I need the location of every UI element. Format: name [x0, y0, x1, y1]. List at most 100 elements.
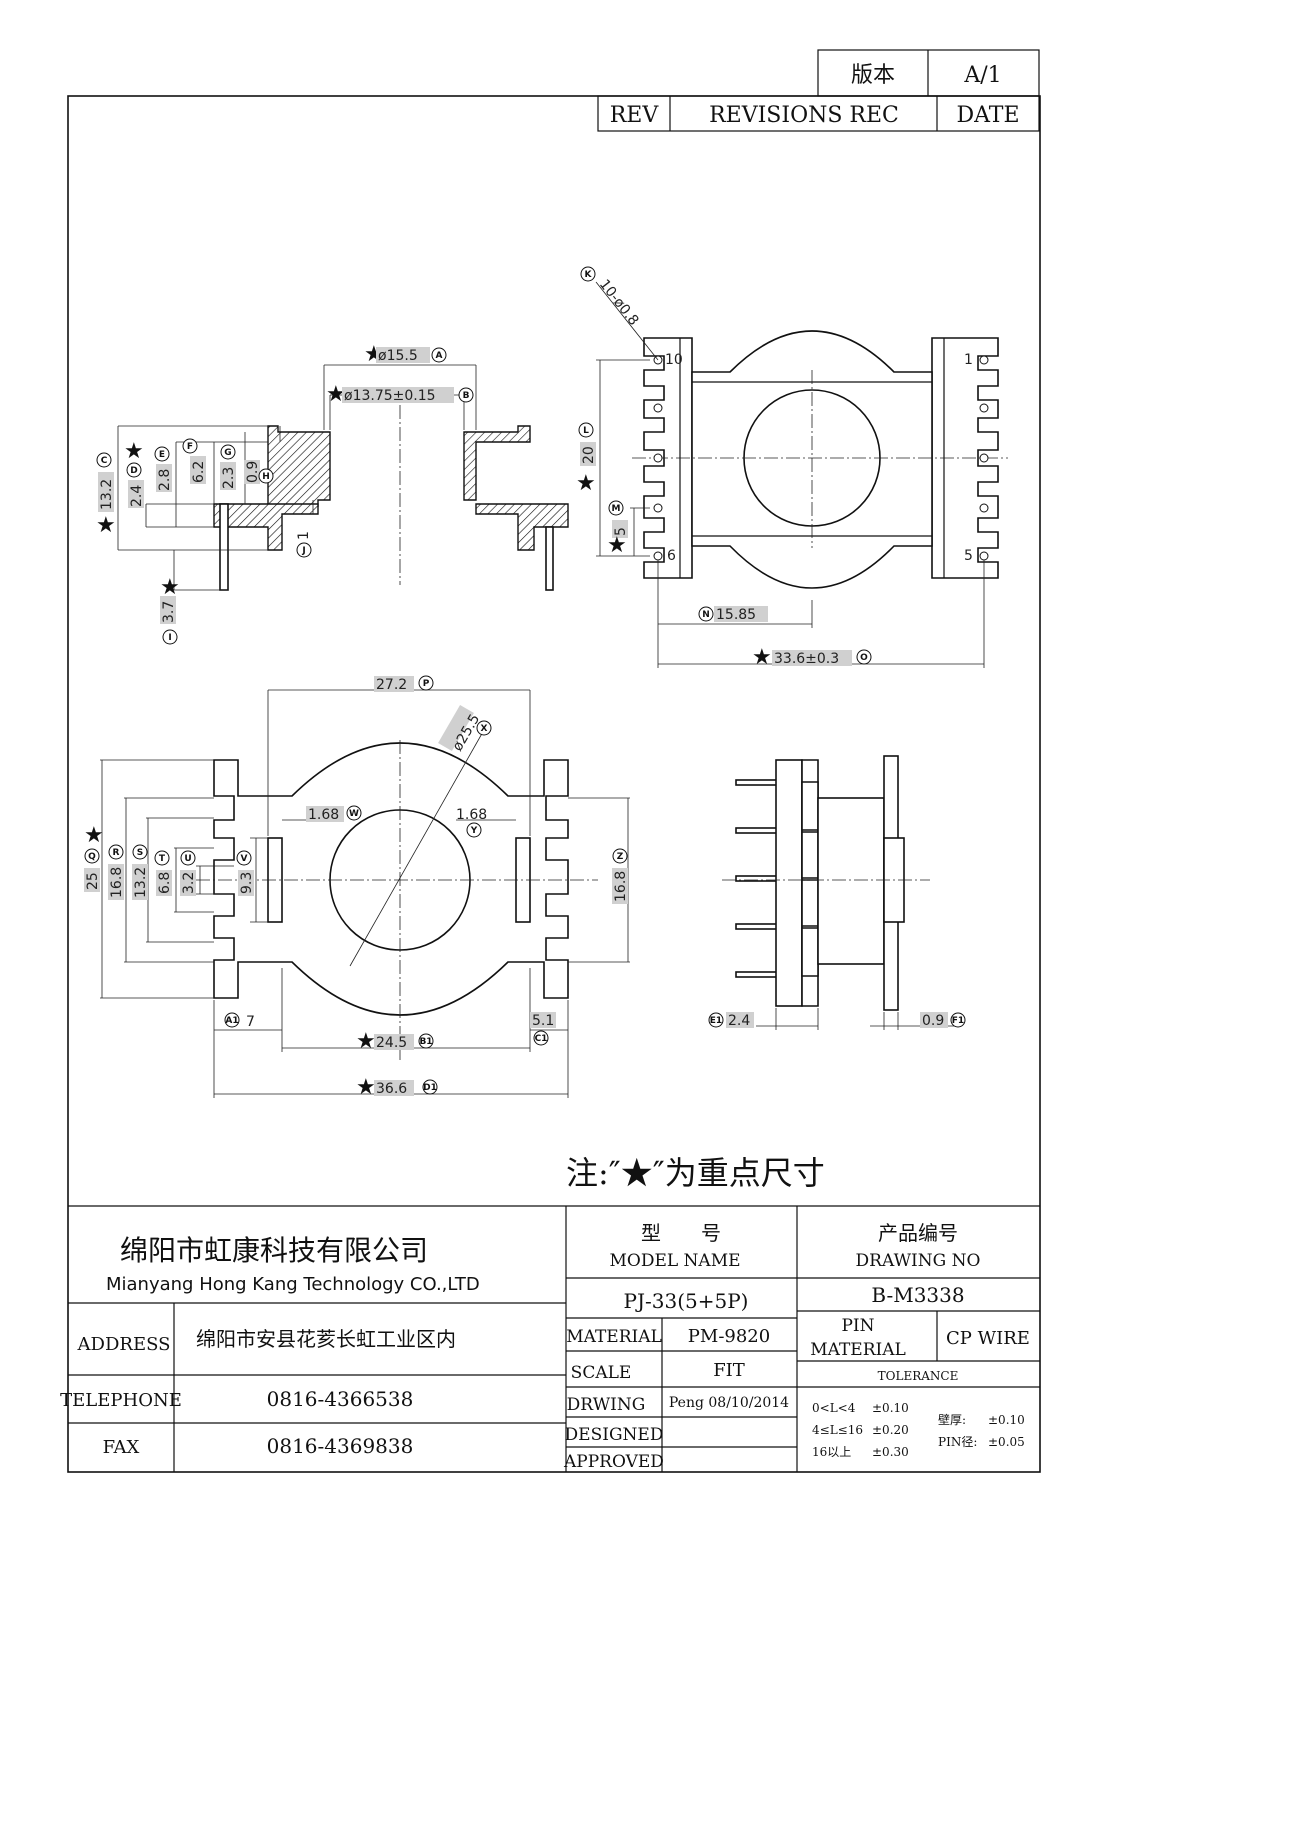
fax-label: FAX — [103, 1437, 140, 1458]
svg-text:H: H — [262, 472, 270, 482]
svg-text:S: S — [137, 848, 143, 858]
svg-text:Q: Q — [88, 852, 96, 862]
drawing-no-label-en: DRAWING NO — [856, 1251, 981, 1271]
dim-M: 5 — [613, 527, 629, 536]
svg-text:E1: E1 — [710, 1016, 722, 1026]
dim-U: 3.2 — [181, 872, 197, 894]
svg-text:M: M — [612, 504, 621, 514]
svg-text:K: K — [585, 270, 593, 280]
svg-text:★: ★ — [84, 823, 104, 848]
svg-text:U: U — [184, 854, 191, 864]
tolerance-label: TOLERANCE — [878, 1369, 959, 1383]
drwing-label: DRWING — [567, 1395, 646, 1415]
dim-E: 2.8 — [157, 469, 173, 491]
svg-text:B: B — [463, 391, 470, 401]
material-label: MATERIAL — [566, 1327, 662, 1347]
wall-label: 壁厚: — [938, 1412, 966, 1427]
dim-P: 27.2 — [376, 677, 407, 693]
tol-range-1: 4≤L≤16 — [812, 1423, 863, 1437]
pin-left — [219, 503, 229, 591]
svg-text:X: X — [481, 724, 488, 734]
svg-text:★: ★ — [576, 471, 596, 496]
svg-text:J: J — [301, 546, 305, 556]
dim-W: 1.68 — [308, 807, 339, 823]
dim-Y: 1.68 — [456, 807, 487, 823]
pin-dia-value: ±0.05 — [988, 1435, 1025, 1449]
svg-text:R: R — [113, 848, 120, 858]
dim-S: 13.2 — [133, 867, 149, 898]
dim-L: 20 — [581, 446, 597, 464]
svg-text:G: G — [224, 448, 231, 458]
svg-text:★: ★ — [607, 533, 627, 558]
telephone-value: 0816-4366538 — [267, 1387, 414, 1411]
svg-text:O: O — [860, 653, 868, 663]
svg-text:★: ★ — [356, 1029, 376, 1054]
svg-text:★: ★ — [356, 1075, 376, 1100]
svg-text:Y: Y — [470, 826, 478, 836]
svg-text:V: V — [241, 854, 248, 864]
dim-J: 1 — [296, 531, 312, 540]
svg-text:Z: Z — [617, 852, 624, 862]
pin-material-label-1: PIN — [841, 1316, 874, 1336]
side-section-view: ★ ø15.5 A ★ ø13.75±0.15 B C 13.2 ★ ★ D 2… — [96, 342, 569, 645]
svg-text:F: F — [187, 442, 193, 452]
svg-text:D1: D1 — [423, 1083, 437, 1093]
model-value: PJ-33(5+5P) — [624, 1289, 749, 1313]
dim-Z: 16.8 — [613, 871, 629, 902]
dim-V: 9.3 — [239, 872, 255, 894]
svg-text:★: ★ — [160, 575, 180, 600]
dim-D: 2.4 — [129, 485, 145, 507]
wall-value: ±0.10 — [988, 1413, 1025, 1427]
tol-range-2: 16以上 — [812, 1445, 851, 1459]
date-label: DATE — [956, 103, 1019, 128]
key-dimension-note: 注:″★″为重点尺寸 — [566, 1154, 825, 1192]
approved-label: APPROVED — [563, 1452, 664, 1472]
svg-text:L: L — [583, 426, 589, 436]
svg-text:★: ★ — [96, 513, 116, 538]
top-view: 10 6 1 5 K 10-ø0.8 L 20 ★ M 5 ★ N 15.85 … — [576, 266, 1008, 670]
tol-value-1: ±0.20 — [872, 1423, 909, 1437]
pin-label-6: 6 — [667, 548, 676, 564]
address-value: 绵阳市安县花荄长虹工业区内 — [196, 1327, 456, 1351]
dim-H: 0.9 — [245, 461, 261, 483]
svg-text:I: I — [168, 633, 171, 643]
address-label: ADDRESS — [77, 1334, 171, 1355]
section-right-half — [463, 425, 531, 501]
svg-text:C1: C1 — [535, 1034, 548, 1044]
telephone-label: TELEPHONE — [60, 1390, 182, 1411]
revision-block: 版本 A/1 REV REVISIONS REC DATE — [597, 49, 1040, 132]
dim-O: 33.6±0.3 — [774, 651, 839, 667]
dim-C1: 5.1 — [532, 1013, 554, 1029]
drawing-no-label-cn: 产品编号 — [878, 1221, 958, 1245]
bottom-view: X ø25.5 27.2 P 1.68 W 1.68 Y — [84, 675, 630, 1100]
material-value: PM-9820 — [688, 1326, 770, 1347]
right-side-view: E1 2.4 0.9 F1 — [708, 755, 966, 1030]
designed-label: DESIGNED — [565, 1425, 664, 1445]
dim-I: 3.7 — [161, 601, 177, 623]
company-name-cn: 绵阳市虹康科技有限公司 — [120, 1234, 428, 1267]
svg-text:★: ★ — [124, 439, 144, 464]
pin-label-10: 10 — [665, 352, 683, 368]
section-left-half — [267, 425, 331, 511]
rev-label: REV — [610, 103, 660, 128]
svg-text:A: A — [436, 351, 443, 361]
version-label: 版本 — [851, 63, 895, 88]
svg-text:F1: F1 — [952, 1016, 964, 1026]
svg-text:W: W — [349, 809, 359, 819]
svg-text:★: ★ — [752, 645, 772, 670]
dim-B: ø13.75±0.15 — [344, 388, 436, 404]
dim-D1: 36.6 — [376, 1081, 407, 1097]
pin-material-value: CP WIRE — [946, 1328, 1030, 1349]
dim-C: 13.2 — [99, 479, 115, 510]
version-value: A/1 — [963, 63, 1001, 88]
section-left-lower — [213, 503, 319, 551]
tol-value-0: ±0.10 — [872, 1401, 909, 1415]
company-name-en: Mianyang Hong Kang Technology CO.,LTD — [106, 1274, 480, 1295]
dim-G: 2.3 — [221, 467, 237, 489]
top-pin-holes — [653, 355, 989, 561]
tol-value-2: ±0.30 — [872, 1445, 909, 1459]
dim-A1: 7 — [246, 1014, 255, 1030]
drawing-sheet: 版本 A/1 REV REVISIONS REC DATE — [60, 49, 1041, 1473]
drawing-no-value: B-M3338 — [871, 1283, 964, 1307]
svg-text:P: P — [423, 679, 430, 689]
